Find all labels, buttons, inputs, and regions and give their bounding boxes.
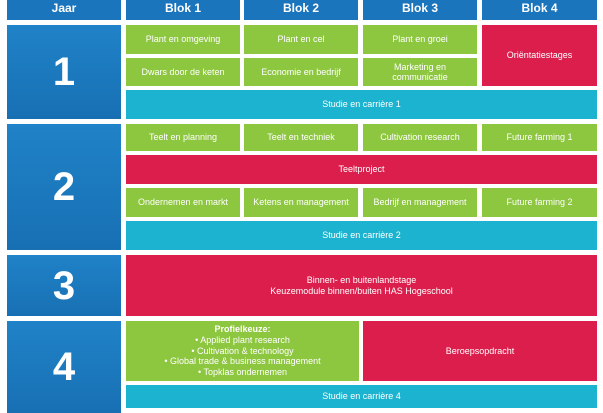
course-teeltproject: Teeltproject: [126, 155, 597, 184]
course-orientatiestages: Oriëntatiestages: [482, 25, 597, 86]
header-blok-2: Blok 2: [244, 0, 358, 20]
course-plant-en-groei: Plant en groei: [363, 25, 477, 54]
profiel-item: • Cultivation & technology: [191, 345, 294, 356]
course-studie-en-carriere-2: Studie en carrière 2: [126, 221, 597, 250]
course-studie-en-carriere-1: Studie en carrière 1: [126, 90, 597, 119]
course-teelt-en-planning: Teelt en planning: [126, 124, 240, 151]
course-cultivation-research: Cultivation research: [363, 124, 477, 151]
course-teelt-en-techniek: Teelt en techniek: [244, 124, 358, 151]
profiel-item: • Topklas ondernemen: [197, 367, 288, 378]
stage-line-1: Binnen- en buitenlandstage: [306, 275, 417, 286]
course-ketens-en-management: Ketens en management: [244, 188, 358, 217]
course-bedrijf-en-management: Bedrijf en management: [363, 188, 477, 217]
marketing-line-1: Marketing en: [393, 61, 447, 72]
header-jaar: Jaar: [7, 0, 121, 20]
header-blok-3: Blok 3: [363, 0, 477, 20]
course-ondernemen-en-markt: Ondernemen en markt: [126, 188, 240, 217]
course-dwars-door-de-keten: Dwars door de keten: [126, 58, 240, 86]
course-stage-en-keuzemodule: Binnen- en buitenlandstage Keuzemodule b…: [126, 255, 597, 316]
course-future-farming-2: Future farming 2: [482, 188, 597, 217]
header-blok-1: Blok 1: [126, 0, 240, 20]
profiel-item: • Global trade & business management: [164, 356, 321, 367]
course-plant-en-omgeving: Plant en omgeving: [126, 25, 240, 54]
marketing-line-2: communicatie: [392, 72, 448, 82]
year-2-label: 2: [7, 124, 121, 250]
course-marketing-en-communicatie: Marketing en communicatie: [363, 58, 477, 86]
course-profielkeuze: Profielkeuze: • Applied plant research •…: [126, 321, 359, 381]
course-economie-en-bedrijf: Economie en bedrijf: [244, 58, 358, 86]
profielkeuze-title: Profielkeuze:: [214, 324, 271, 334]
stage-line-2: Keuzemodule binnen/buiten HAS Hogeschool: [270, 285, 453, 296]
year-3-label: 3: [7, 255, 121, 316]
year-1-label: 1: [7, 25, 121, 119]
year-4-label: 4: [7, 321, 121, 413]
course-future-farming-1: Future farming 1: [482, 124, 597, 151]
course-studie-en-carriere-4: Studie en carrière 4: [126, 385, 597, 408]
header-blok-4: Blok 4: [482, 0, 597, 20]
course-plant-en-cel: Plant en cel: [244, 25, 358, 54]
course-beroepsopdracht: Beroepsopdracht: [363, 321, 597, 381]
profiel-item: • Applied plant research: [195, 334, 290, 345]
